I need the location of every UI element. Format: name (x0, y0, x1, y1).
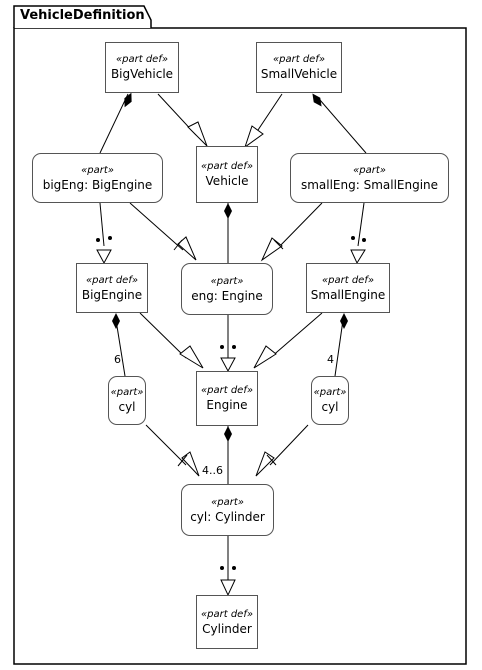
node-stereotype: «part def» (200, 161, 254, 172)
node-name: Engine (206, 398, 248, 412)
node-cyl-small[interactable]: «part» cyl (311, 376, 349, 425)
edge-bigengine-engine (139, 312, 187, 359)
diamond-vehicle (224, 203, 232, 219)
package-frame (13, 27, 467, 665)
edge-bigeng-bigengine (99, 202, 105, 247)
diamond-bigengine (112, 313, 120, 329)
node-name: cyl (321, 400, 339, 414)
node-small-engine[interactable]: «part def» SmallEngine (306, 263, 390, 313)
edge-smallvehicle-smalleng (319, 99, 367, 154)
edge-smallvehicle-vehicle (255, 93, 283, 134)
node-stereotype: «part def» (85, 274, 139, 286)
edge-cylbig-cylinder (145, 424, 187, 466)
arrowhead-cylinder-cylinderdef (220, 579, 236, 597)
edge-smalleng-eng (275, 202, 323, 251)
diamond-smallengine (340, 313, 348, 329)
node-name: SmallVehicle (260, 67, 338, 81)
node-vehicle[interactable]: «part def» Vehicle (196, 146, 258, 203)
node-name: SmallEngine (310, 287, 386, 302)
node-small-vehicle[interactable]: «part def» SmallVehicle (256, 42, 342, 93)
arrowhead-bigvehicle-vehicle (187, 121, 208, 147)
arrowhead-smallvehicle-vehicle (244, 125, 264, 149)
node-stereotype: «part def» (321, 274, 375, 286)
node-stereotype: «part» (110, 387, 144, 398)
edge-bigengine-cyl (115, 319, 126, 377)
arrowhead-smalleng-eng (260, 237, 283, 262)
node-stereotype: «part» (313, 387, 347, 398)
node-name: eng: Engine (191, 288, 263, 303)
diamond-bigvehicle (124, 92, 132, 108)
edge-smallengine-cyl (334, 319, 344, 377)
arrowhead-smalleng-smallengine (350, 249, 366, 265)
node-stereotype: «part def» (115, 54, 169, 65)
arrowhead-bigeng-bigengine (96, 249, 112, 265)
node-eng[interactable]: «part» eng: Engine (181, 263, 273, 315)
node-cyl-big[interactable]: «part» cyl (108, 376, 146, 425)
node-cylinder[interactable]: «part def» Cylinder (196, 595, 258, 649)
node-name: cyl (118, 400, 136, 414)
node-name: cyl: Cylinder (190, 509, 265, 524)
node-big-engine[interactable]: «part def» BigEngine (76, 263, 148, 313)
arrowhead-smallengine-engine (253, 345, 277, 369)
node-stereotype: «part def» (272, 54, 326, 65)
multiplicity-small-engine-cyl: 4 (327, 353, 334, 366)
arrowhead-cylbig-cylinder (181, 451, 200, 477)
node-stereotype: «part def» (200, 608, 254, 620)
node-engine[interactable]: «part def» Engine (196, 371, 258, 426)
multiplicity-big-engine-cyl: 6 (114, 353, 121, 366)
package-tab (13, 5, 152, 28)
arrowhead-eng-engine (220, 357, 236, 373)
edge-smallengine-engine (269, 312, 323, 359)
arrowhead-bigengine-engine (179, 345, 204, 369)
node-stereotype: «part» (353, 164, 386, 176)
edge-smalleng-smallengine (357, 202, 365, 247)
diamond-smallvehicle (312, 93, 322, 107)
node-stereotype: «part» (210, 275, 244, 287)
node-big-vehicle[interactable]: «part def» BigVehicle (105, 42, 179, 93)
package-title: VehicleDefinition (20, 8, 145, 23)
node-small-eng[interactable]: «part» smallEng: SmallEngine (290, 153, 449, 203)
node-big-eng[interactable]: «part» bigEng: BigEngine (32, 153, 163, 203)
node-stereotype: «part def» (200, 385, 254, 396)
node-stereotype: «part» (211, 496, 244, 508)
node-name: bigEng: BigEngine (42, 177, 153, 192)
node-name: Vehicle (205, 174, 249, 188)
node-name: Cylinder (202, 621, 252, 636)
node-name: BigVehicle (110, 67, 174, 81)
node-name: smallEng: SmallEngine (300, 177, 439, 192)
node-stereotype: «part» (81, 164, 114, 176)
node-cyl-cylinder[interactable]: «part» cyl: Cylinder (181, 484, 274, 536)
multiplicity-engine-cyl: 4..6 (202, 464, 223, 477)
node-name: BigEngine (81, 287, 143, 302)
diamond-engine (224, 426, 232, 442)
edge-bigvehicle-bigeng (99, 93, 129, 154)
edge-bigeng-eng (129, 202, 184, 251)
edge-cylsmall-cylinder (269, 424, 309, 466)
